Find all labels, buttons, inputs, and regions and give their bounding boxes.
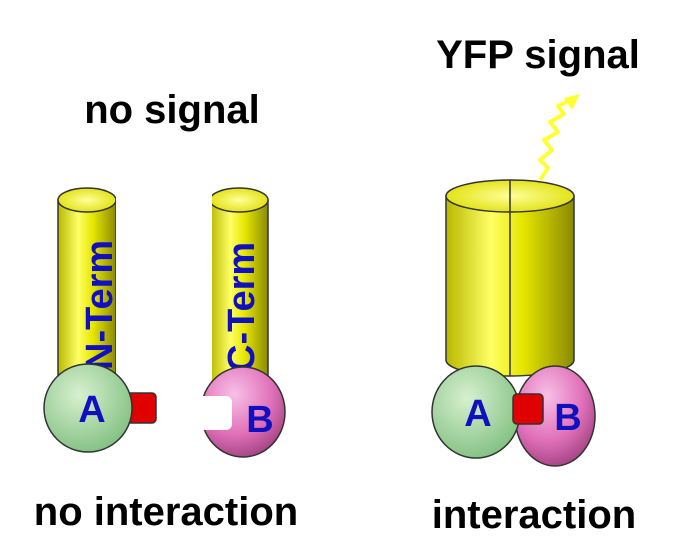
protein-a-label-right: A: [464, 393, 491, 435]
right-panel: YFP signal B A interaction: [431, 33, 640, 537]
yfp-reconstituted: [445, 179, 575, 377]
protein-a-left: A: [43, 363, 133, 453]
no-signal-label: no signal: [84, 88, 260, 132]
yfp-n-fragment: N-Term: [57, 180, 126, 400]
signal-arrow-icon: [538, 94, 580, 182]
c-term-label: C-Term: [221, 242, 263, 372]
yfp-signal-label: YFP signal: [436, 33, 640, 77]
n-term-label: N-Term: [79, 240, 121, 370]
protein-a-label-left: A: [78, 389, 105, 431]
protein-b-label-left: B: [246, 399, 273, 441]
no-interaction-label: no interaction: [34, 490, 298, 534]
interaction-label: interaction: [432, 493, 636, 537]
tag-red-bound: [512, 393, 544, 425]
protein-b-left: B: [194, 366, 286, 458]
left-panel: no signal N-Term C-Term A B no in: [34, 88, 298, 534]
protein-b-label-right: B: [554, 397, 581, 439]
protein-a-right: A: [431, 365, 521, 459]
binding-pocket: [194, 396, 232, 430]
protein-b-right: B: [514, 365, 596, 467]
yfp-c-fragment: C-Term: [200, 180, 269, 400]
